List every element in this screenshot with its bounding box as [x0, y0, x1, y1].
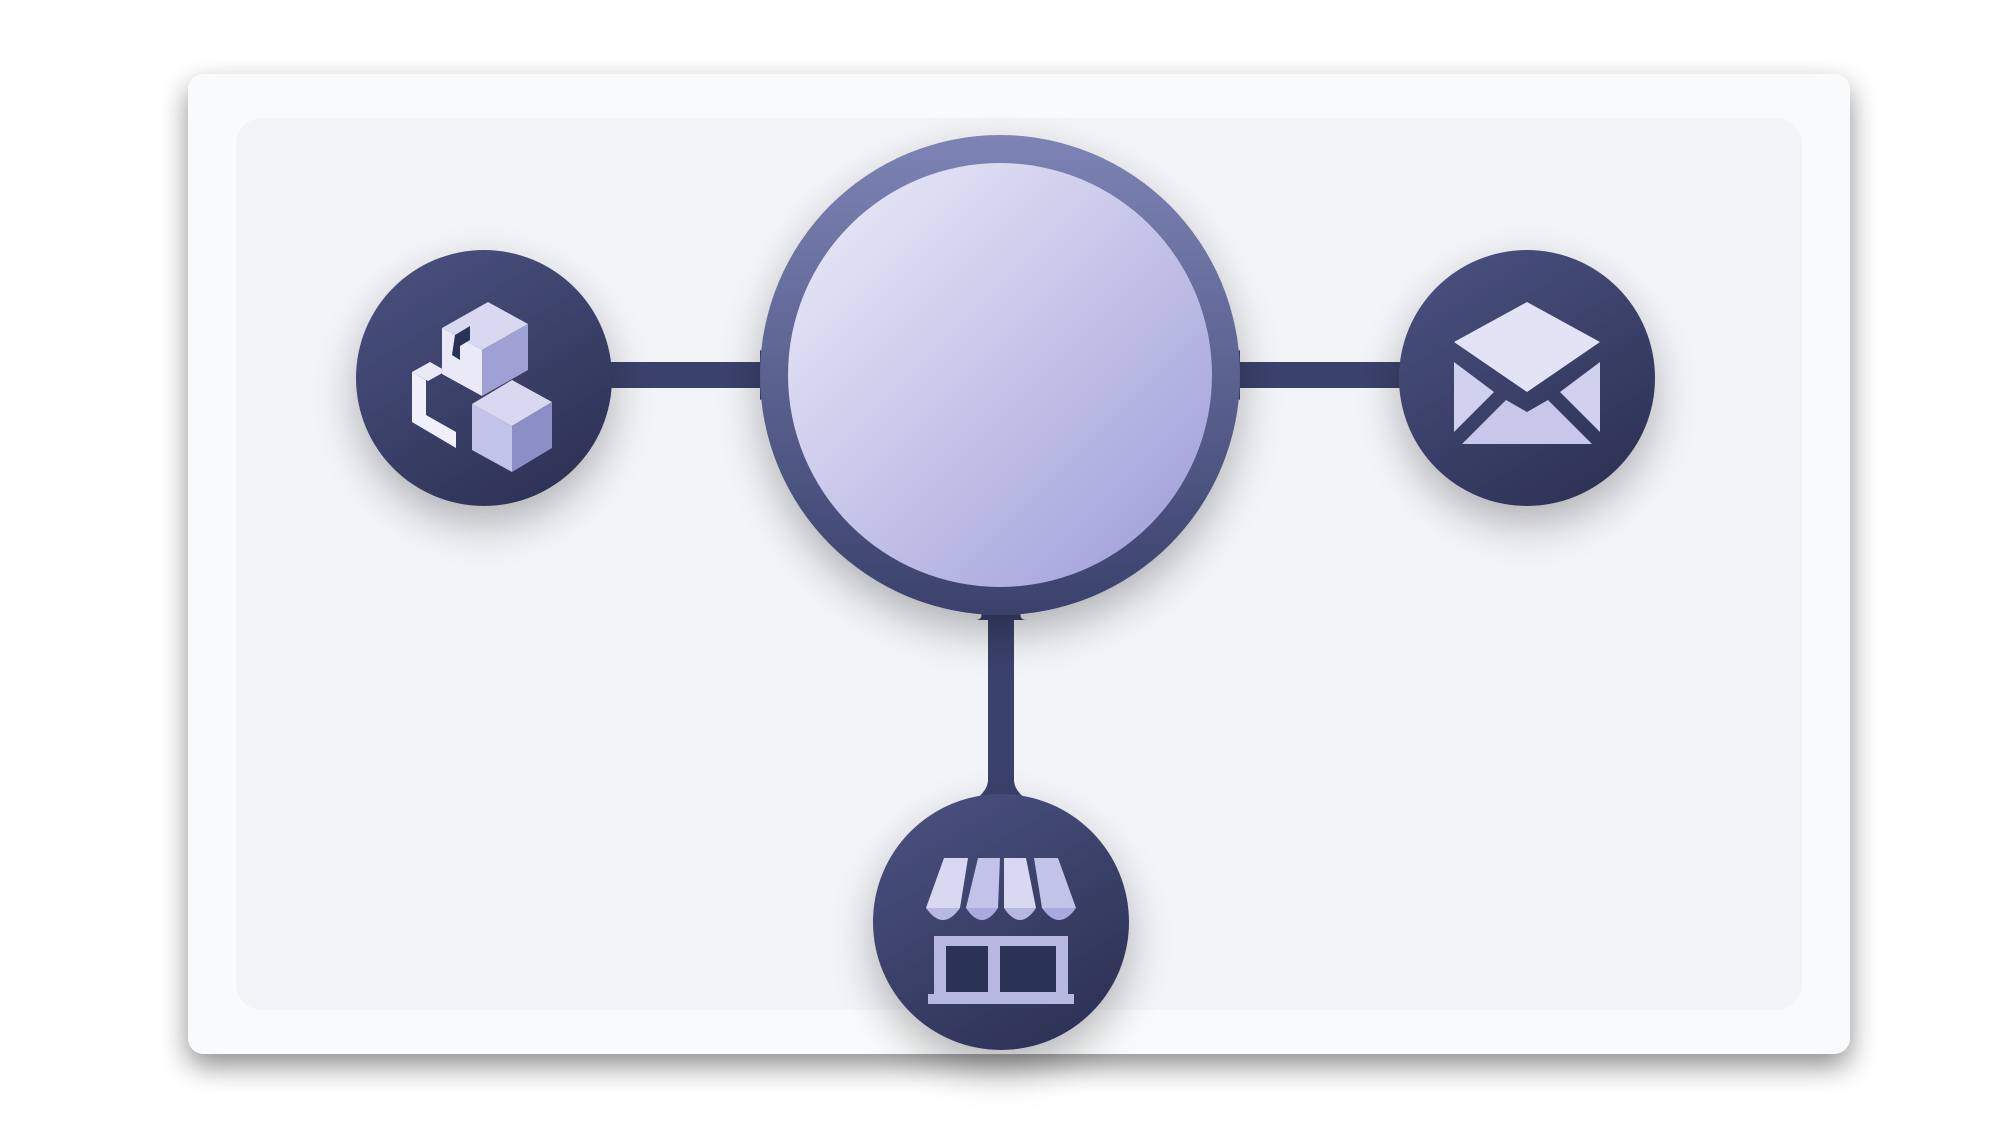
packages-icon — [412, 302, 552, 472]
connector-store — [988, 590, 1014, 810]
hub-node — [760, 135, 1240, 615]
node-store[interactable] — [873, 794, 1129, 1050]
node-store-circle — [873, 794, 1129, 1050]
envelope-icon — [1454, 302, 1600, 444]
connector-packages — [600, 362, 770, 388]
storefront-icon — [926, 858, 1076, 1004]
node-mail[interactable] — [1399, 250, 1655, 506]
connector-mail — [1232, 362, 1412, 388]
node-packages[interactable] — [356, 250, 612, 506]
hub-core — [788, 163, 1212, 587]
